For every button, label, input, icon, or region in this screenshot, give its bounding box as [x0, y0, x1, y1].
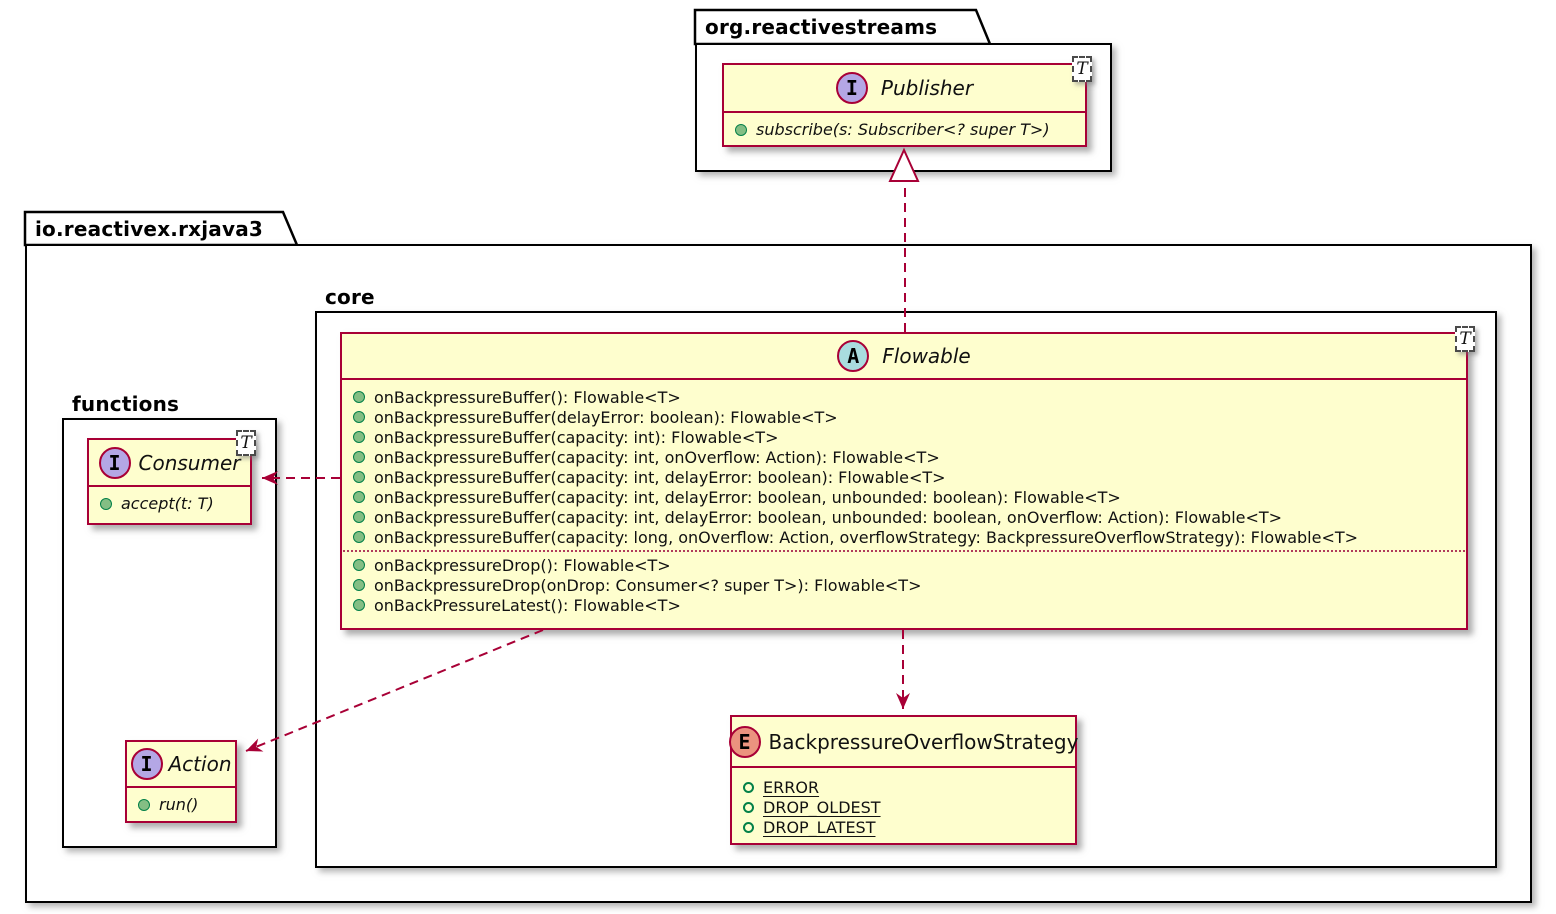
class-action-title: I Action — [127, 742, 235, 788]
public-method-icon — [353, 431, 365, 443]
class-name: Action — [168, 752, 232, 776]
enum-title: E BackpressureOverflowStrategy — [728, 717, 1078, 768]
method-label: onBackpressureBuffer(capacity: int, onOv… — [374, 447, 940, 467]
public-method-icon — [353, 471, 365, 483]
method-label: onBackpressureBuffer(capacity: int, dela… — [374, 487, 1121, 507]
public-method-icon — [353, 559, 365, 571]
public-method-icon — [138, 798, 150, 811]
method-item: onBackpressureBuffer(capacity: int, onOv… — [342, 447, 1466, 467]
method-item: onBackpressureBuffer(capacity: int, dela… — [342, 467, 1466, 487]
package-label-rxjava3: io.reactivex.rxjava3 — [35, 217, 264, 241]
enum-backpressure-overflow-strategy: E BackpressureOverflowStrategy ERROR DRO… — [728, 715, 1078, 845]
interface-badge-icon: I — [98, 446, 131, 479]
class-name: Flowable — [882, 344, 971, 368]
method-item: onBackPressureLatest(): Flowable<T> — [342, 595, 1466, 615]
interface-badge-icon: I — [130, 748, 163, 780]
method-item: onBackpressureBuffer(delayError: boolean… — [342, 407, 1466, 427]
method-label: run() — [159, 795, 199, 814]
public-method-icon — [735, 123, 747, 136]
method-label: onBackpressureDrop(onDrop: Consumer<? su… — [374, 575, 922, 595]
enum-constant-item: DROP_LATEST — [732, 817, 1075, 837]
method-item: onBackpressureBuffer(capacity: int, dela… — [342, 487, 1466, 507]
class-flowable: A Flowable onBackpressureBuffer(): Flowa… — [340, 332, 1468, 630]
method-label: onBackpressureBuffer(capacity: int, dela… — [374, 467, 946, 487]
enum-constant-label: DROP_OLDEST — [763, 797, 881, 817]
field-icon — [743, 801, 754, 813]
public-method-icon — [353, 599, 365, 611]
enum-badge-icon: E — [728, 725, 761, 758]
class-flowable-title: A Flowable — [342, 334, 1466, 380]
method-item: onBackpressureBuffer(capacity: int, dela… — [342, 507, 1466, 527]
public-method-icon — [353, 391, 365, 403]
enum-constant-item: DROP_OLDEST — [732, 797, 1075, 817]
public-method-icon — [353, 531, 365, 543]
class-consumer-title: I Consumer — [89, 440, 250, 487]
method-label: onBackpressureBuffer(capacity: long, onO… — [374, 527, 1359, 547]
field-icon — [743, 781, 754, 793]
enum-members: ERROR DROP_OLDEST DROP_LATEST — [732, 768, 1075, 837]
enum-constant-item: ERROR — [732, 777, 1075, 797]
method-item: onBackpressureBuffer(capacity: long, onO… — [342, 527, 1466, 547]
method-label: onBackPressureLatest(): Flowable<T> — [374, 595, 681, 615]
class-flowable-members: onBackpressureBuffer(): Flowable<T> onBa… — [342, 380, 1466, 615]
method-item: accept(t: T) — [89, 487, 250, 520]
field-icon — [743, 821, 754, 833]
method-item: onBackpressureBuffer(): Flowable<T> — [342, 387, 1466, 407]
package-label-reactivestreams: org.reactivestreams — [705, 15, 938, 39]
public-method-icon — [353, 451, 365, 463]
generic-type-box: T — [236, 430, 256, 456]
class-publisher: I Publisher subscribe(s: Subscriber<? su… — [722, 63, 1087, 147]
class-name: Publisher — [880, 76, 974, 100]
generic-type-box: T — [1455, 326, 1475, 352]
class-action: I Action run() — [125, 740, 237, 823]
method-item: onBackpressureDrop(onDrop: Consumer<? su… — [342, 575, 1466, 595]
enum-constant-label: ERROR — [763, 777, 820, 797]
interface-badge-icon: I — [835, 72, 868, 104]
class-name: Consumer — [138, 450, 241, 475]
enum-constant-label: DROP_LATEST — [763, 817, 876, 837]
package-label-core: core — [325, 285, 375, 309]
method-group-separator — [343, 550, 1465, 552]
method-item: onBackpressureBuffer(capacity: int): Flo… — [342, 427, 1466, 447]
method-label: onBackpressureBuffer(capacity: int): Flo… — [374, 427, 779, 447]
abstract-badge-icon: A — [837, 340, 870, 372]
public-method-icon — [353, 511, 365, 523]
package-label-functions: functions — [72, 392, 180, 416]
class-publisher-title: I Publisher — [724, 65, 1085, 113]
method-label: accept(t: T) — [121, 494, 214, 513]
method-label: onBackpressureBuffer(delayError: boolean… — [374, 407, 838, 427]
method-item: onBackpressureDrop(): Flowable<T> — [342, 555, 1466, 575]
method-label: subscribe(s: Subscriber<? super T>) — [756, 120, 1050, 139]
class-consumer: I Consumer accept(t: T) — [87, 438, 252, 525]
method-label: onBackpressureBuffer(): Flowable<T> — [374, 387, 681, 407]
method-label: onBackpressureBuffer(capacity: int, dela… — [374, 507, 1283, 527]
public-method-icon — [100, 497, 112, 510]
generic-type-box: T — [1072, 56, 1092, 82]
public-method-icon — [353, 579, 365, 591]
enum-name: BackpressureOverflowStrategy — [768, 729, 1079, 754]
method-item: run() — [127, 788, 235, 821]
public-method-icon — [353, 411, 365, 423]
method-label: onBackpressureDrop(): Flowable<T> — [374, 555, 671, 575]
method-item: subscribe(s: Subscriber<? super T>) — [724, 113, 1085, 146]
public-method-icon — [353, 491, 365, 503]
